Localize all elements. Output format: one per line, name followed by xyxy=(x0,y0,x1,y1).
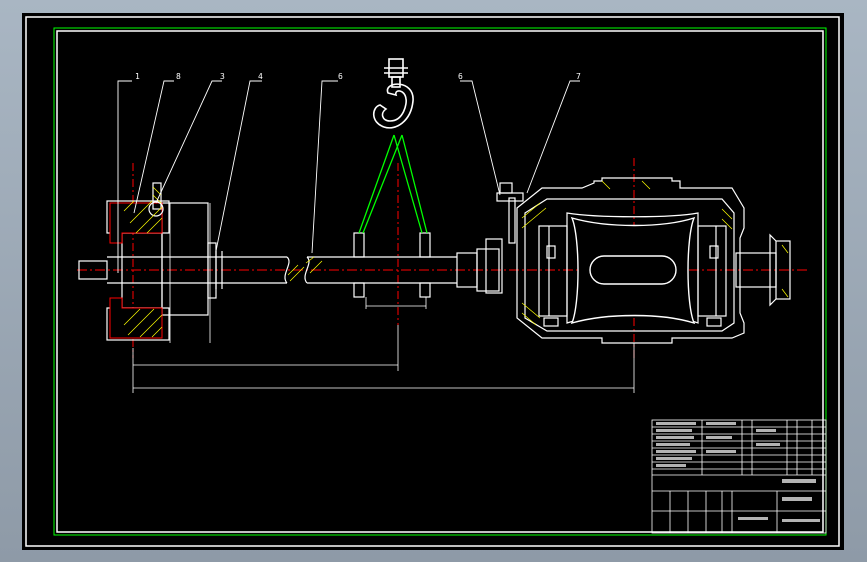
gear-icon xyxy=(570,216,696,325)
crane-hook-icon xyxy=(372,58,414,129)
balloon-labels: 1 8 3 4 6 6 7 xyxy=(135,72,581,81)
assembly-drawing: 1 8 3 4 6 6 7 xyxy=(25,16,840,547)
inner-border xyxy=(53,27,827,536)
title-block-fill xyxy=(656,422,820,522)
balloon-4: 4 xyxy=(258,72,263,81)
break-hatch xyxy=(287,256,323,282)
balloon-7: 7 xyxy=(576,72,581,81)
wheel-hatch xyxy=(123,186,163,338)
rope-clamps xyxy=(353,232,431,298)
balloon-6b: 6 xyxy=(458,72,463,81)
housing-hatch xyxy=(521,180,789,326)
dimensions xyxy=(132,203,635,393)
balloon-1: 1 xyxy=(135,72,140,81)
cad-drawing-sheet: 1 8 3 4 6 6 7 xyxy=(22,13,844,550)
gear-housing xyxy=(496,177,791,344)
leader-lines xyxy=(117,80,580,273)
balloon-3: 3 xyxy=(220,72,225,81)
wheel-assembly xyxy=(106,182,217,341)
balloon-8: 8 xyxy=(176,72,181,81)
shaft xyxy=(78,238,503,294)
drawing-frame xyxy=(56,30,824,533)
lifting-ropes xyxy=(358,134,428,234)
outer-frame xyxy=(25,16,840,547)
balloon-6a: 6 xyxy=(338,72,343,81)
title-block xyxy=(651,419,827,534)
